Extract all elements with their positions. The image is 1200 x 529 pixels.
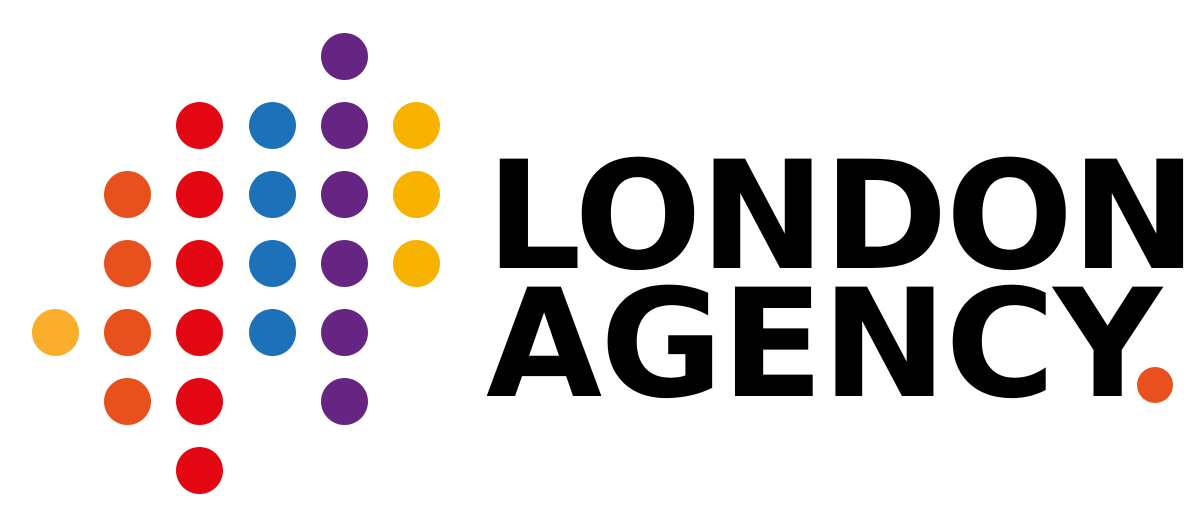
logo-dot [175, 170, 223, 218]
logo-dot [392, 239, 440, 287]
logo-dot [320, 101, 368, 149]
logo-dot [320, 377, 368, 425]
logo-dot [103, 239, 151, 287]
wordmark-line-2: AGENCY [486, 258, 1162, 432]
logo-dot [392, 101, 440, 149]
full-stop-dot [1137, 367, 1173, 403]
logo-dot [248, 308, 296, 356]
wordmark: LONDON AGENCY [470, 0, 1197, 529]
logo-dot [175, 101, 223, 149]
logo-dot [392, 170, 440, 218]
logo-dot [248, 239, 296, 287]
logo-dot [248, 101, 296, 149]
dot-grid-mark [0, 0, 470, 529]
logo-dot [103, 377, 151, 425]
wordmark-line-1: LONDON [486, 130, 1197, 304]
logo-dot [103, 170, 151, 218]
logo-dot [175, 308, 223, 356]
logo-dot [175, 446, 223, 494]
logo-dot [103, 308, 151, 356]
logo-dot [175, 377, 223, 425]
logo-dot [320, 170, 368, 218]
logo-dot [175, 239, 223, 287]
logo-dot [320, 308, 368, 356]
logo-dot [320, 239, 368, 287]
logo-dot [248, 170, 296, 218]
logo-dot [31, 308, 79, 356]
logo-dot [320, 32, 368, 80]
